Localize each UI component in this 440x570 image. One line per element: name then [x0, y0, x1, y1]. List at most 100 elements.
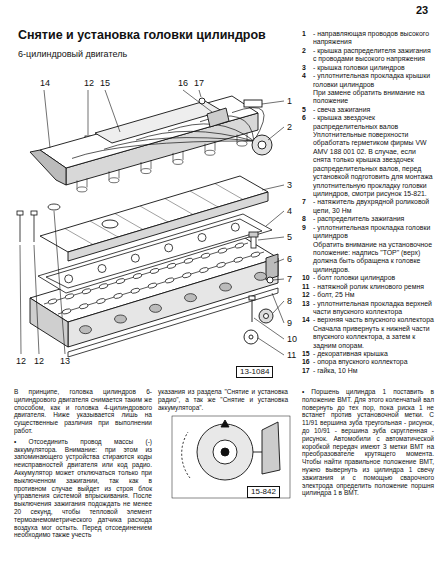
crank-pulley-figure	[221, 448, 229, 456]
camshafts	[96, 298, 106, 305]
body-text: • Поршень цилиндра 1 поставить в положен…	[302, 388, 434, 497]
callout-number: 17	[194, 78, 204, 89]
item-number: 7	[302, 198, 313, 215]
head-gasket	[68, 288, 278, 357]
item-number: 9	[302, 224, 313, 241]
item-text: - верхняя часть впускного коллектора	[313, 316, 434, 324]
leader-line	[262, 185, 284, 190]
item-number: 13	[302, 300, 313, 317]
valve-cover	[115, 214, 143, 230]
item-text: - свеча зажигания	[313, 106, 434, 114]
spark-plug	[249, 232, 258, 248]
item-number: 5	[302, 106, 313, 114]
item-note: Обратить внимание на установочное положе…	[313, 241, 434, 275]
valve-cover	[102, 220, 118, 228]
callout-number: 12	[84, 78, 94, 89]
item-number: 10	[302, 274, 313, 282]
runners-and-wires	[173, 159, 183, 164]
camshafts	[185, 294, 197, 302]
head-bolt-roller-distributor	[249, 335, 253, 339]
callout-number: 16	[178, 78, 188, 89]
crank-pulley-figure	[253, 452, 262, 453]
item-text: - направляющая проводов высокого напряже…	[313, 30, 434, 47]
cylinder-head	[267, 277, 273, 283]
callout-number: 1	[287, 96, 292, 107]
valve-cover	[190, 191, 218, 207]
callout-number: 6	[287, 254, 292, 265]
leader-line	[272, 293, 284, 323]
crank-pulley-figure	[221, 420, 229, 427]
leader-line	[254, 318, 284, 339]
item-text: - уплотнительная прокладка головки цилин…	[313, 224, 434, 241]
camshafts	[130, 287, 140, 294]
item-text: - болт головки цилиндров	[313, 274, 434, 282]
item-number: 2	[302, 47, 313, 64]
camshafts	[147, 282, 157, 289]
item-note: При замене обратить внимание на положени…	[313, 89, 434, 106]
runners-and-wires	[77, 187, 87, 192]
cylinder-head	[266, 254, 278, 280]
camshafts	[150, 268, 160, 275]
camshafts	[99, 283, 109, 290]
cover-gasket	[131, 254, 139, 262]
body-text: В принципе, головка цилиндров 6-цилиндро…	[14, 388, 152, 435]
runners-and-wires	[109, 178, 119, 183]
crank-pulley-figure	[197, 424, 253, 480]
camshafts	[165, 277, 175, 284]
item-text: - крышка головки цилиндров	[313, 64, 434, 72]
cover-gasket	[98, 265, 106, 273]
callout-number: 2	[287, 122, 292, 133]
camshafts	[167, 262, 177, 269]
text-column: В принципе, головка цилиндров 6-цилиндро…	[14, 388, 152, 539]
head-bolt-roller-distributor	[252, 300, 253, 322]
leader-line	[258, 237, 284, 240]
callout-number: 15	[100, 78, 110, 89]
camshafts	[255, 272, 267, 280]
leader-line	[183, 90, 212, 112]
valve-cover	[215, 184, 243, 200]
crank-pulley-figure	[172, 416, 290, 498]
camshafts	[201, 252, 211, 259]
cover-gasket	[198, 234, 206, 242]
callout-number: 7	[287, 274, 292, 285]
item-text: - уплотнительная прокладка крышки головк…	[313, 72, 434, 89]
spark-plug	[251, 236, 256, 248]
camshafts	[218, 247, 228, 254]
bolts-and-rings	[48, 204, 60, 210]
leader-line	[105, 90, 120, 132]
item-number: 1	[302, 30, 313, 47]
valve-cover	[65, 229, 93, 245]
camshafts	[80, 326, 92, 334]
crank-pulley-figure	[182, 432, 190, 478]
valve-cover	[40, 176, 268, 252]
camshafts	[115, 315, 127, 323]
callout-number: 8	[287, 296, 292, 307]
camshafts	[65, 293, 75, 300]
camshafts	[113, 293, 123, 300]
leader-line	[273, 279, 284, 280]
crank-pulley-figure	[262, 422, 280, 474]
decor-cover-support	[258, 141, 266, 149]
item-text: - натяжной ролик клинового ремня	[313, 283, 434, 291]
page-title: Снятие и установка головки цилиндров	[18, 28, 266, 42]
figure-code: 15-842	[247, 486, 280, 498]
intake-manifold	[30, 150, 66, 185]
leader-line	[54, 211, 65, 354]
valve-cover	[40, 176, 268, 261]
item-text: - крышка звездочек распределительных вал…	[313, 114, 434, 131]
item-text: - гайка, 10 Нм	[313, 367, 434, 375]
item-number: 15	[302, 350, 313, 358]
body-text: • Отсоединить провод массы (-) аккумулят…	[14, 438, 152, 539]
item-text: - опора впускного коллектора	[313, 358, 434, 366]
crank-pulley-figure	[172, 416, 290, 498]
leader-lines	[20, 90, 284, 355]
item-note: Уплотнительные поверхности обработать ге…	[313, 131, 434, 198]
leader-line	[258, 338, 284, 355]
camshafts	[182, 272, 192, 279]
decor-cover-support	[252, 135, 272, 155]
leader-line	[268, 127, 284, 140]
camshafts	[233, 256, 243, 263]
camshafts	[133, 273, 143, 280]
callout-number: 9	[287, 318, 292, 329]
camshafts	[216, 262, 226, 269]
